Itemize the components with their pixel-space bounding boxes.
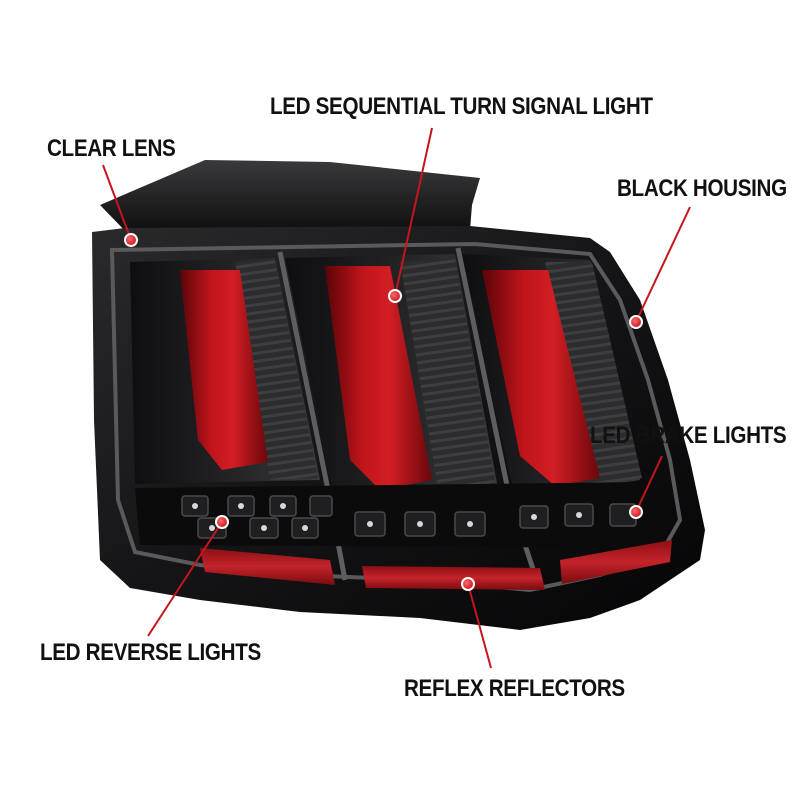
reflex-reflector-right (560, 540, 672, 584)
label-led-brake-lights: LED BRAKE LIGHTS (590, 422, 787, 449)
turn-signal-bar-center (325, 266, 432, 490)
label-reflex-reflectors: REFLEX REFLECTORS (404, 675, 625, 702)
reflex-reflector-center (362, 566, 545, 590)
leader-reflex-reflectors (467, 583, 492, 669)
callout-lines (102, 127, 691, 669)
dot-turn-signal (388, 289, 402, 303)
leader-brake-lights (635, 455, 663, 513)
label-black-housing: BLACK HOUSING (617, 175, 787, 202)
tail-light-illustration (92, 160, 705, 630)
housing-top-flange (100, 160, 480, 236)
dot-clear-lens (124, 233, 138, 247)
callout-dots (124, 233, 643, 591)
bay-center-ribs (400, 258, 498, 500)
dot-brake-lights (629, 505, 643, 519)
label-clear-lens: CLEAR LENS (47, 135, 176, 162)
turn-signal-bar-left (180, 270, 268, 470)
leader-reverse-lights (147, 521, 223, 637)
dot-black-housing (629, 315, 643, 329)
dot-reflex-reflectors (461, 577, 475, 591)
bay-right-ribs (545, 262, 642, 486)
bay-left-ribs (235, 260, 318, 480)
turn-signal-bar-right (482, 270, 600, 486)
led-bulb-highlights (192, 503, 582, 531)
label-led-sequential-turn-signal: LED SEQUENTIAL TURN SIGNAL LIGHT (270, 93, 653, 120)
leader-black-housing (635, 206, 691, 323)
dot-reverse-lights (215, 515, 229, 529)
leader-turn-signal (394, 127, 433, 297)
leader-clear-lens (102, 164, 132, 241)
reflex-reflector-left (200, 548, 335, 585)
label-led-reverse-lights: LED REVERSE LIGHTS (40, 639, 261, 666)
